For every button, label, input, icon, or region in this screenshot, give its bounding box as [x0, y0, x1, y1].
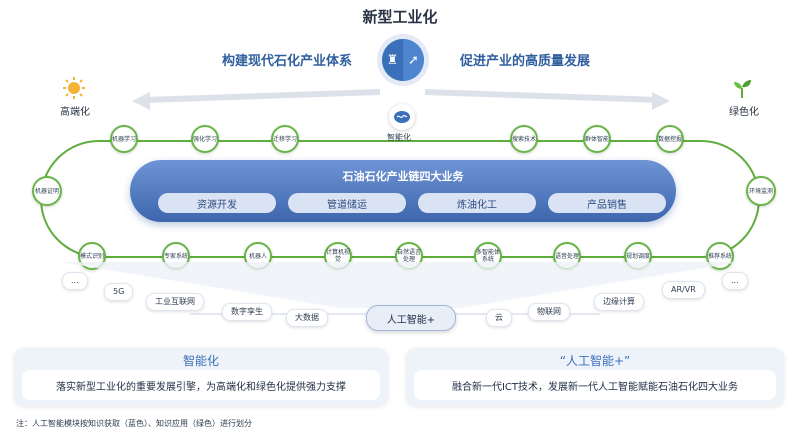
subtitle-left: 构建现代石化产业体系: [222, 54, 353, 69]
ai-plus-center: 人工智能+: [366, 305, 456, 331]
footnote: 注：人工智能模块按知识获取（蓝色）、知识应用（绿色）进行划分: [16, 419, 252, 428]
right-arrow-shaft: [424, 89, 661, 103]
panel-intelligentization: 智能化 落实新型工业化的重要发展引擎，为高端化和绿色化提供强力支撑: [14, 348, 388, 406]
tech-tag-ar-vr: AR/VR: [662, 281, 705, 299]
page-title: 新型工业化: [362, 8, 438, 26]
panel-right-title: “人工智能+”: [559, 354, 631, 368]
panel-ai-plus: “人工智能+” 融合新一代ICT技术，发展新一代人工智能赋能石油石化四大业务: [406, 348, 784, 406]
panel-right-text: 融合新一代ICT技术，发展新一代人工智能赋能石油石化四大业务: [414, 370, 776, 400]
core-item-resource-development: 资源开发: [158, 193, 276, 213]
node-machine-learning: 机器学习: [110, 125, 138, 153]
core-item-pipeline-storage: 管道储运: [288, 193, 406, 213]
tech-tag-cloud: 云: [486, 309, 512, 327]
panel-left-title: 智能化: [182, 354, 219, 368]
tech-tag-iot: 物联网: [528, 303, 570, 321]
right-arrow-head: [652, 92, 670, 110]
smart-hub-label: 智能化: [387, 133, 411, 142]
tech-tag-industrial-internet: 工业互联网: [146, 293, 204, 311]
core-item-product-sales: 产品销售: [548, 193, 666, 213]
funnel-shading: [60, 262, 740, 315]
tech-tag-5g: 5G: [104, 283, 134, 301]
sprout-icon: [730, 76, 754, 100]
node-environment-monitoring: 环境监测: [746, 176, 776, 206]
node-recommender-system: 推荐系统: [706, 242, 734, 270]
center-emblem: ♜ ➚: [377, 34, 429, 86]
sun-icon: [62, 76, 86, 100]
subtitle-right: 促进产业的高质量发展: [460, 54, 591, 69]
node-data-mining: 数据挖掘: [656, 125, 684, 153]
brain-icon: [389, 104, 415, 130]
core-title: 石油石化产业链四大业务: [342, 170, 464, 183]
corner-label-left: 高端化: [60, 107, 90, 118]
left-arrow-head: [132, 92, 150, 110]
panel-left-text: 落实新型工业化的重要发展引擎，为高端化和绿色化提供强力支撑: [22, 370, 380, 400]
core-item-refining-chemical: 炼油化工: [418, 193, 536, 213]
corner-label-right: 绿色化: [729, 107, 759, 118]
rocket-icon: ➚: [403, 39, 424, 81]
direction-arrows: [132, 89, 670, 110]
tech-tag-digital-twin: 数字孪生: [222, 303, 272, 321]
tech-tag-more-right: ...: [722, 272, 748, 290]
tech-tag-big-data: 大数据: [286, 309, 328, 327]
node-transfer-learning: 迁移学习: [271, 125, 299, 153]
node-machine-proof: 机器证明: [32, 176, 62, 206]
tech-tag-edge-computing: 边缘计算: [594, 293, 644, 311]
oil-derrick-icon: ♜: [382, 39, 403, 81]
left-arrow-shaft: [144, 89, 381, 103]
node-search-technology: 搜索技术: [510, 125, 538, 153]
node-swarm-intelligence: 群体智能: [583, 125, 611, 153]
node-reinforcement-learning: 强化学习: [191, 125, 219, 153]
tech-tag-more-left: ...: [62, 272, 88, 290]
